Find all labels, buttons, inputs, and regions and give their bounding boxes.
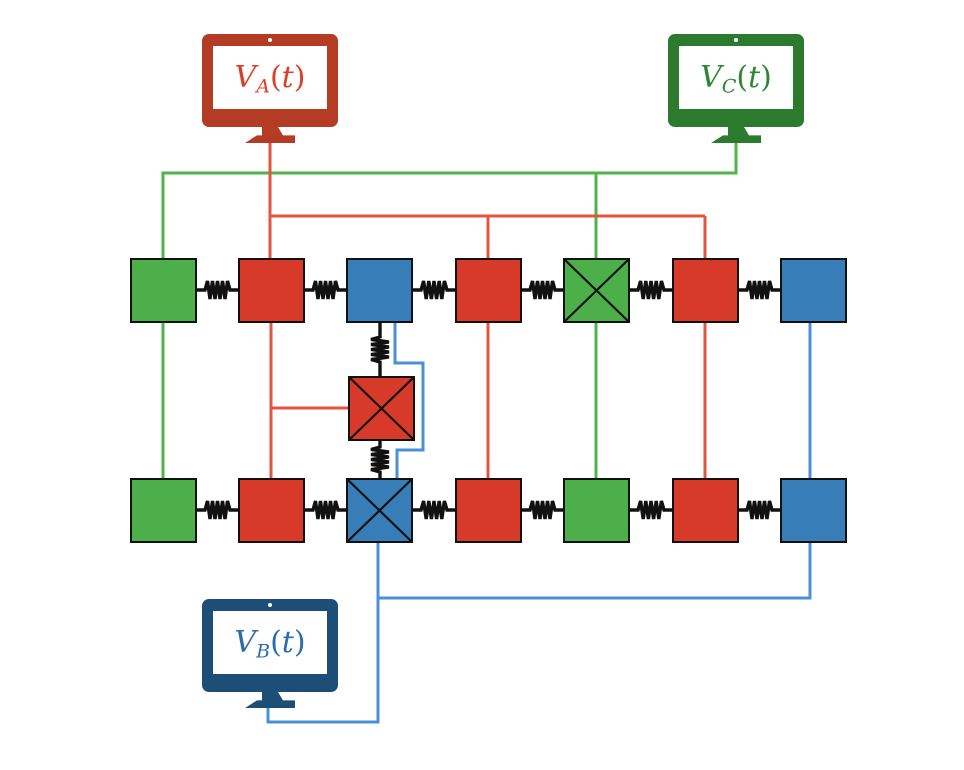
monitor-vb-label: VB(t) <box>234 624 306 662</box>
monitor-vc: VC(t) <box>668 34 804 143</box>
mass-bottom-1 <box>130 478 197 543</box>
spring-h-3 <box>521 280 564 300</box>
monitor-va: VA(t) <box>202 34 338 143</box>
wire-green-vc-bus <box>161 143 738 259</box>
spring-h-6 <box>196 500 239 520</box>
mass-bottom-2 <box>238 478 305 543</box>
mass-top-5-cross-icon <box>564 259 629 322</box>
mass-bottom-7 <box>780 478 847 543</box>
monitor-va-label: VA(t) <box>234 59 306 97</box>
mass-top-6 <box>672 258 739 323</box>
spring-v-13 <box>370 440 390 479</box>
monitor-va-screen: VA(t) <box>213 46 327 109</box>
mass-bottom-4 <box>455 478 522 543</box>
wire-blue-bus-col7 <box>378 542 812 600</box>
monitor-vc-camera-icon <box>734 38 738 42</box>
wire-blue-vb-riser <box>266 542 380 724</box>
mass-top-4 <box>455 258 522 323</box>
spring-h-1 <box>304 280 347 300</box>
spring-h-10 <box>629 500 673 520</box>
mass-bottom-3-cross-icon <box>347 479 412 542</box>
mass-top-1 <box>130 258 197 323</box>
spring-h-4 <box>629 280 673 300</box>
mass-top-3 <box>346 258 413 323</box>
monitor-vb-screen: VB(t) <box>213 611 327 674</box>
spring-h-8 <box>412 500 456 520</box>
monitor-va-camera-icon <box>268 38 272 42</box>
monitor-vc-screen: VC(t) <box>679 46 793 109</box>
spring-h-5 <box>738 280 781 300</box>
mass-middle-defect-cross-icon <box>349 377 414 440</box>
spring-h-11 <box>738 500 781 520</box>
spring-h-7 <box>304 500 347 520</box>
spring-v-12 <box>370 322 390 377</box>
mass-bottom-5 <box>563 478 630 543</box>
monitor-vc-label: VC(t) <box>700 59 772 97</box>
spring-h-0 <box>196 280 239 300</box>
mass-top-2 <box>238 258 305 323</box>
mass-top-7 <box>780 258 847 323</box>
monitor-vb: VB(t) <box>202 599 338 708</box>
mass-bottom-6 <box>672 478 739 543</box>
spring-h-9 <box>521 500 564 520</box>
spring-h-2 <box>412 280 456 300</box>
wire-blue-defect-jog <box>393 322 425 479</box>
monitor-vb-camera-icon <box>268 603 272 607</box>
